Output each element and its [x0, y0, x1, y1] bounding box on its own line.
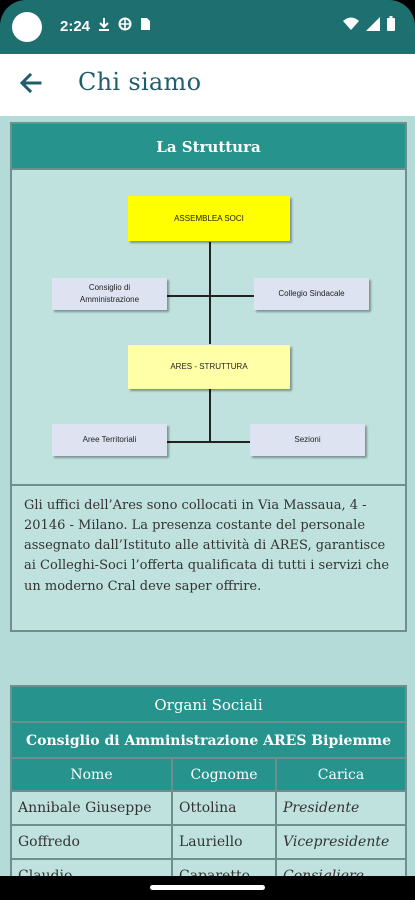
cell-nome: Claudio [12, 859, 173, 876]
table-row: Annibale Giuseppe Ottolina Presidente [12, 791, 405, 826]
scroll-content[interactable]: La Struttura ASSEMBLEA SOCI Consiglio di… [0, 116, 415, 876]
status-bar: 2:24 [0, 0, 415, 54]
cell-nome: Annibale Giuseppe [12, 791, 173, 826]
structure-description: Gli uffici dell’Ares sono collocati in V… [24, 498, 390, 594]
vpn-icon [118, 17, 132, 34]
gesture-nav-bar [0, 876, 415, 900]
cell-carica: Presidente [276, 791, 405, 826]
connector-line [167, 441, 254, 443]
status-system-icons [343, 16, 395, 36]
table-row: Goffredo Lauriello Vicepresidente [12, 825, 405, 860]
ares-struttura-box: ARES - STRUTTURA [128, 345, 290, 389]
back-arrow-icon[interactable] [18, 70, 44, 96]
cell-cognome: Caparetto [172, 859, 277, 876]
structure-header: La Struttura [12, 124, 405, 170]
signal-icon [366, 16, 380, 36]
battery-icon [387, 16, 395, 36]
cell-cognome: Ottolina [172, 791, 277, 826]
cell-carica: Vicepresidente [276, 825, 405, 860]
page-title: Chi siamo [78, 68, 202, 96]
table-header-row: Nome Cognome Carica [12, 759, 405, 792]
sezioni-box: Sezioni [250, 424, 365, 456]
table-row: Claudio Caparetto Consigliere [12, 859, 405, 876]
column-header-carica: Carica [276, 759, 405, 792]
consiglio-box: Consiglio di Amministrazione [52, 278, 167, 310]
members-table: Nome Cognome Carica Annibale Giuseppe Ot… [12, 759, 405, 876]
organi-card: Organi Sociali Consiglio di Amministrazi… [10, 685, 407, 876]
column-header-cognome: Cognome [172, 759, 277, 792]
connector-line [209, 389, 211, 441]
cell-cognome: Lauriello [172, 825, 277, 860]
sim-icon [140, 17, 151, 34]
connector-line [167, 295, 254, 297]
connector-line [209, 242, 211, 344]
org-chart-diagram: ASSEMBLEA SOCI Consiglio di Amministrazi… [12, 170, 405, 486]
cell-carica: Consigliere [276, 859, 405, 876]
aree-territoriali-box: Aree Territoriali [52, 424, 167, 456]
app-bar: Chi siamo [0, 54, 415, 116]
camera-cutout [12, 12, 42, 42]
structure-card: La Struttura ASSEMBLEA SOCI Consiglio di… [10, 122, 407, 632]
status-time: 2:24 [60, 18, 91, 35]
column-header-nome: Nome [12, 759, 173, 792]
assemblea-soci-box: ASSEMBLEA SOCI [128, 196, 290, 241]
collegio-box: Collegio Sindacale [254, 278, 369, 310]
download-icon [98, 17, 110, 34]
status-notification-icons [98, 17, 151, 34]
wifi-icon [343, 17, 359, 36]
organi-header: Organi Sociali [12, 687, 405, 723]
cell-nome: Goffredo [12, 825, 173, 860]
home-handle[interactable] [150, 885, 265, 890]
consiglio-subheader: Consiglio di Amministrazione ARES Bipiem… [12, 723, 405, 759]
